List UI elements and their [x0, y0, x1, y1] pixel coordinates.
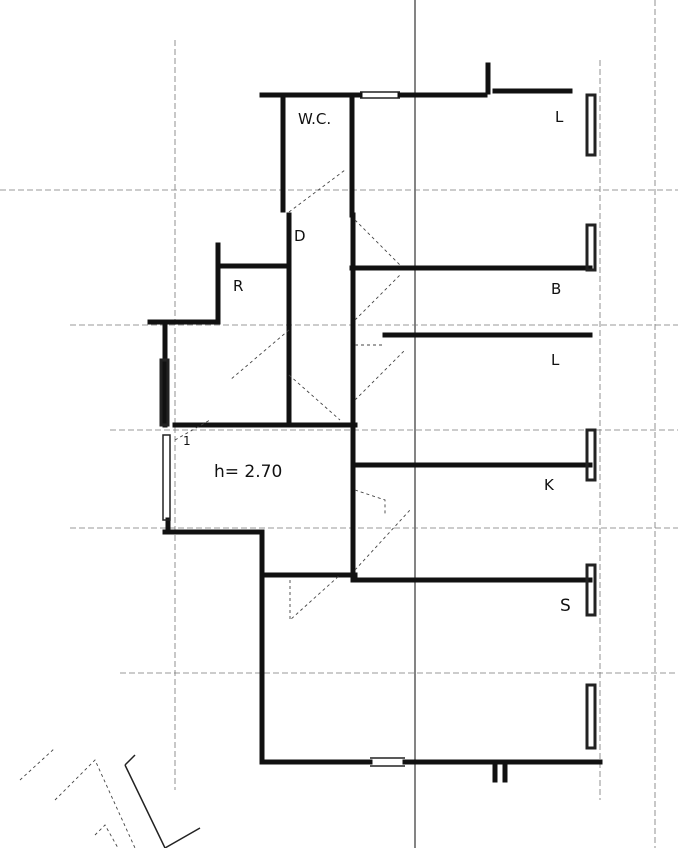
label-corridor: D: [294, 227, 306, 245]
label-kitchen: K: [544, 476, 555, 494]
label-top-room: L: [555, 108, 564, 126]
door-swings: [174, 169, 411, 622]
label-hall-marker: 1: [183, 434, 191, 448]
label-bedroom: B: [551, 280, 561, 298]
windows: [159, 91, 597, 767]
label-wc: W.C.: [298, 110, 331, 128]
label-living: L: [551, 351, 560, 369]
label-ceiling-height: h= 2.70: [214, 462, 282, 482]
room-labels: W.C. L D R B L 1 h= 2.70 K S: [183, 108, 571, 616]
label-storage: R: [233, 277, 243, 295]
site-outline: [19, 747, 201, 848]
walls: [147, 62, 603, 783]
label-salon: S: [560, 596, 571, 616]
